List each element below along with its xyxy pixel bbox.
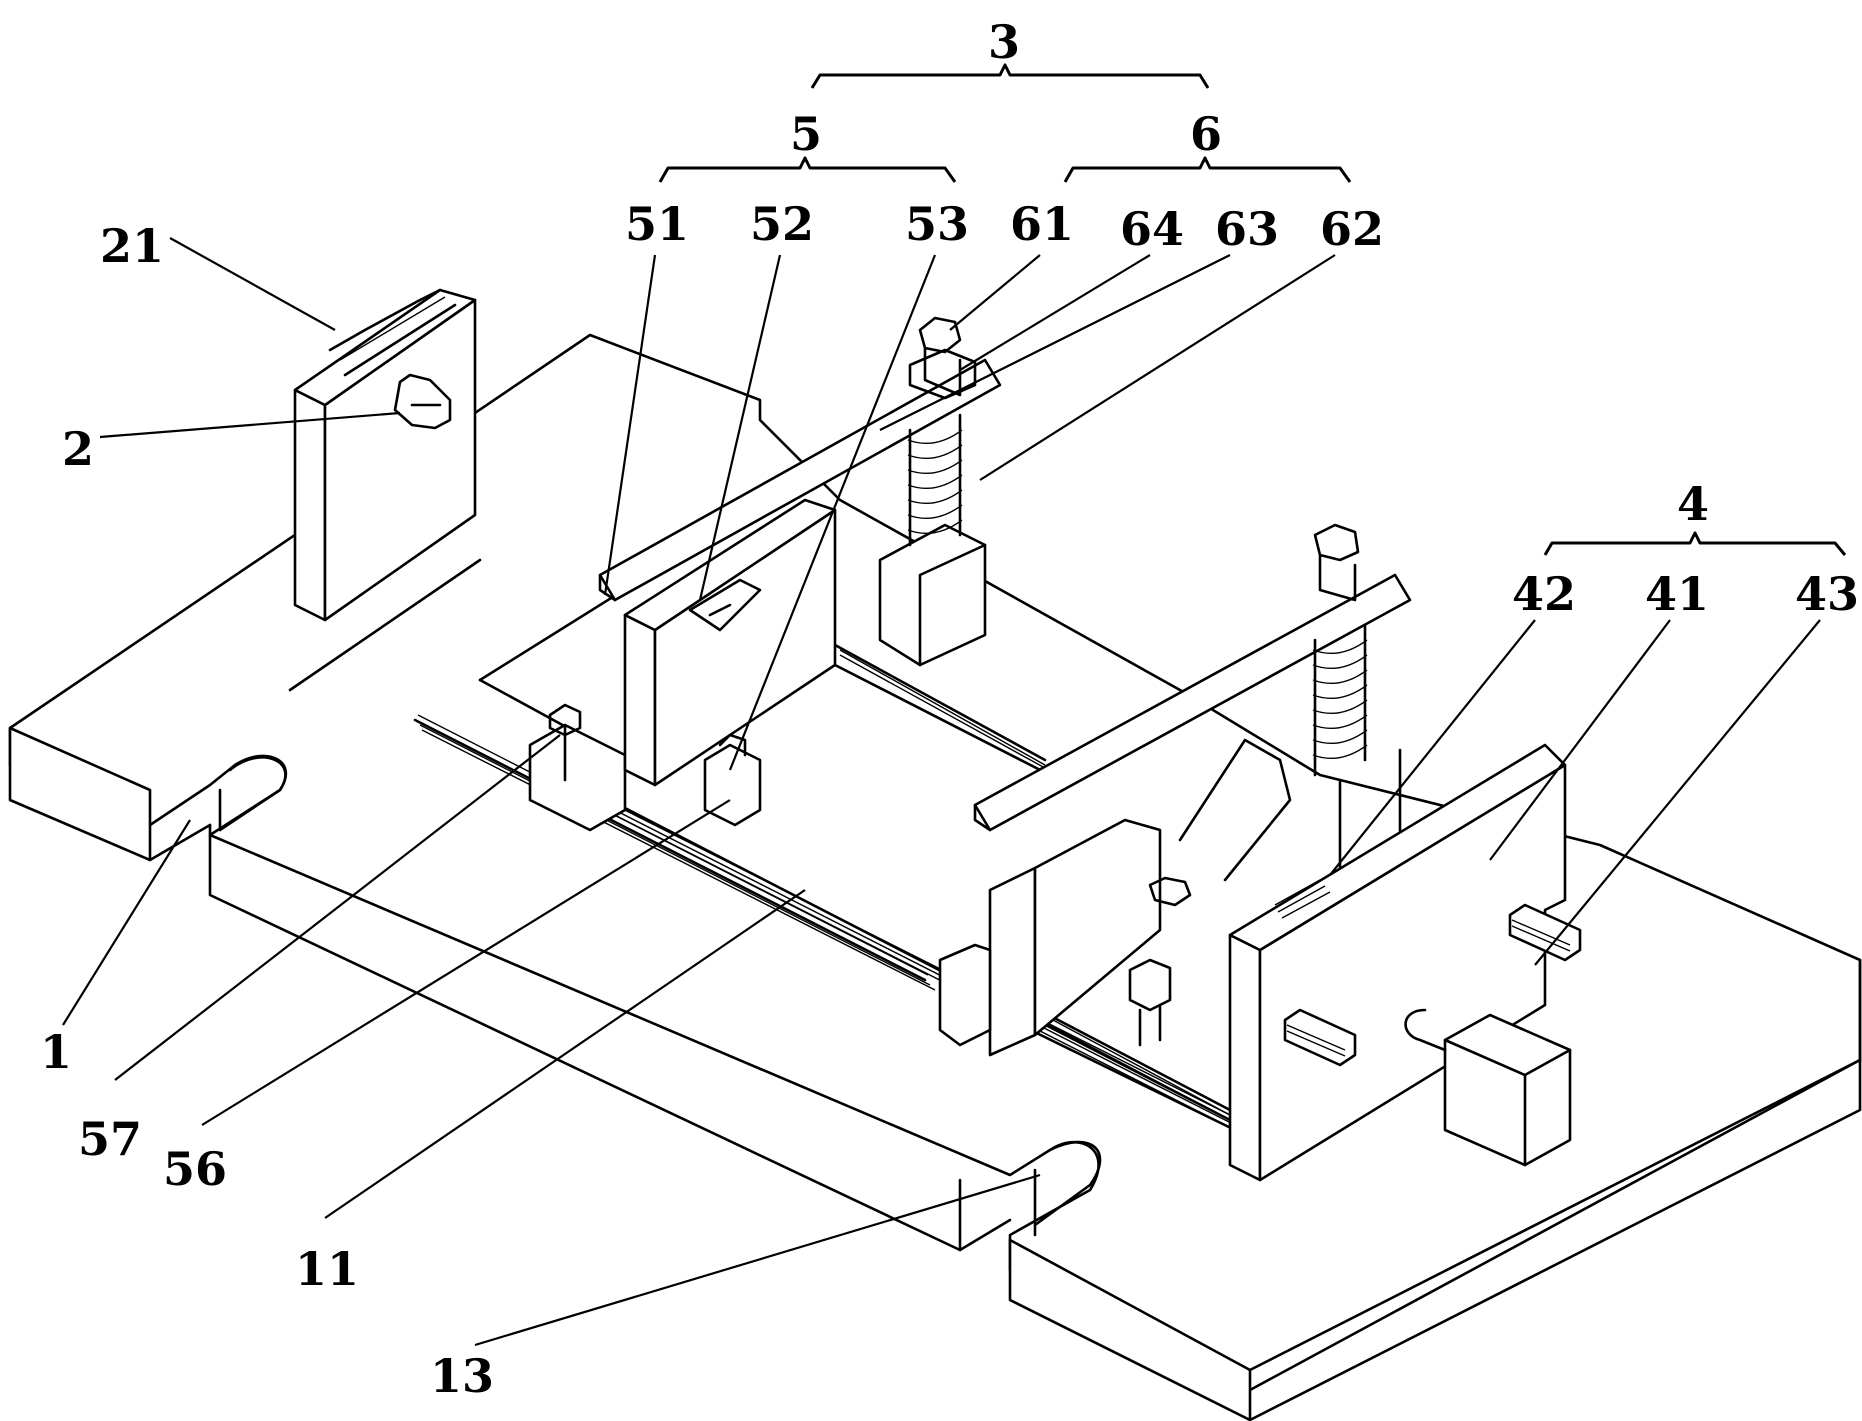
spring-left <box>908 415 962 545</box>
label-51: 51 <box>625 197 689 251</box>
label-4: 4 <box>1677 477 1709 531</box>
moving-jaw-front <box>990 868 1035 1055</box>
label-42: 42 <box>1512 567 1576 621</box>
leader-13 <box>475 1175 1040 1345</box>
leader-63 <box>880 255 1230 430</box>
label-11: 11 <box>295 1242 359 1296</box>
label-41: 41 <box>1645 567 1709 621</box>
leader-21 <box>170 238 335 330</box>
brace-6 <box>1065 158 1350 182</box>
label-13: 13 <box>430 1349 494 1403</box>
label-1: 1 <box>40 1025 72 1079</box>
label-21: 21 <box>100 219 164 273</box>
label-57: 57 <box>78 1112 142 1166</box>
label-62: 62 <box>1320 202 1384 256</box>
jaw-52-front <box>625 615 655 785</box>
label-43: 43 <box>1795 567 1859 621</box>
stop-plate-41-front <box>1230 935 1260 1180</box>
leader-41 <box>1490 620 1670 860</box>
label-63: 63 <box>1215 202 1279 256</box>
bolt-right <box>1315 525 1358 600</box>
leader-64 <box>960 255 1150 370</box>
slider-block <box>940 945 990 1045</box>
leader-61 <box>950 255 1040 330</box>
side-block-front <box>295 390 325 620</box>
block-56 <box>705 745 760 825</box>
leader-62 <box>980 255 1335 480</box>
label-3: 3 <box>988 15 1020 69</box>
label-6: 6 <box>1190 107 1222 161</box>
label-2: 2 <box>62 422 94 476</box>
label-56: 56 <box>163 1142 227 1196</box>
label-64: 64 <box>1120 202 1184 256</box>
label-5: 5 <box>790 107 822 161</box>
brace-5 <box>660 158 955 182</box>
braces <box>660 65 1845 555</box>
label-61: 61 <box>1010 197 1074 251</box>
label-52: 52 <box>750 197 814 251</box>
brace-4 <box>1545 533 1845 555</box>
base-plate-top-face <box>10 335 1860 1390</box>
label-53: 53 <box>905 197 969 251</box>
base-plate <box>10 335 1860 1420</box>
